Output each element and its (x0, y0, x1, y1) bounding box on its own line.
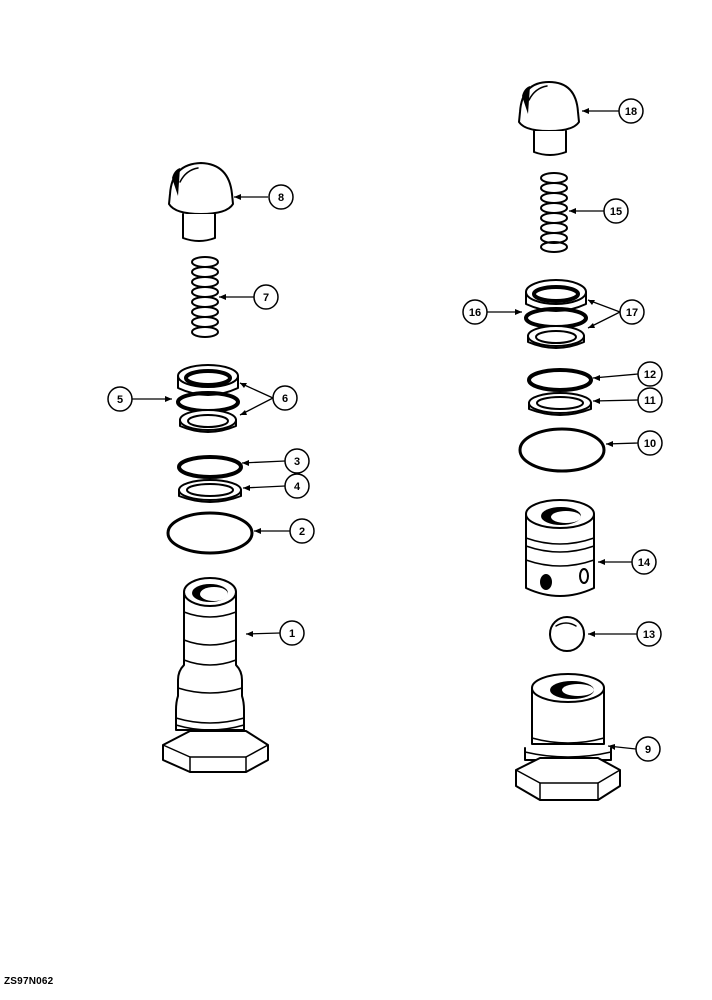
svg-text:10: 10 (644, 438, 656, 450)
plug-body-right (515, 673, 621, 801)
svg-text:5: 5 (117, 394, 123, 406)
callout-6: 6 (272, 385, 298, 411)
knob-cap-right (518, 81, 580, 156)
knob-cap-left (168, 162, 234, 242)
callout-3: 3 (284, 448, 310, 474)
svg-text:13: 13 (643, 629, 655, 641)
spool-sleeve-right (525, 499, 595, 597)
svg-text:2: 2 (299, 526, 305, 538)
callout-4: 4 (284, 473, 310, 499)
svg-text:14: 14 (638, 557, 651, 569)
callout-7: 7 (253, 284, 279, 310)
svg-text:16: 16 (469, 307, 481, 319)
callout-18: 18 (618, 98, 644, 124)
spring-right (540, 172, 568, 253)
svg-text:7: 7 (263, 292, 269, 304)
svg-text:4: 4 (294, 481, 301, 493)
o-ring-3-left (177, 455, 243, 479)
svg-text:1: 1 (289, 628, 295, 640)
callout-1: 1 (279, 620, 305, 646)
svg-text:12: 12 (644, 369, 656, 381)
svg-text:15: 15 (610, 206, 622, 218)
valve-body-left (162, 577, 269, 773)
callout-5: 5 (107, 386, 133, 412)
o-ring-2-left (166, 511, 254, 555)
retainer-rings-left (176, 364, 240, 433)
callout-12: 12 (637, 361, 663, 387)
callout-17: 17 (619, 299, 645, 325)
o-ring-10-right (518, 427, 606, 473)
check-ball-right (549, 616, 585, 652)
svg-text:17: 17 (626, 307, 638, 319)
svg-text:11: 11 (644, 395, 656, 407)
svg-text:8: 8 (278, 192, 284, 204)
retainer-rings-right (524, 279, 588, 349)
callout-15: 15 (603, 198, 629, 224)
o-ring-12-right (527, 368, 593, 392)
svg-text:9: 9 (645, 744, 651, 756)
callout-14: 14 (631, 549, 657, 575)
backup-ring-4-left (178, 479, 242, 503)
callout-2: 2 (289, 518, 315, 544)
callout-8: 8 (268, 184, 294, 210)
svg-text:6: 6 (282, 393, 288, 405)
figure-code: ZS97N062 (4, 976, 54, 987)
callout-9: 9 (635, 736, 661, 762)
backup-ring-11-right (528, 392, 592, 416)
spring-left (191, 256, 219, 338)
callout-10: 10 (637, 430, 663, 456)
callout-13: 13 (636, 621, 662, 647)
callout-16: 16 (462, 299, 488, 325)
callout-11: 11 (637, 387, 663, 413)
svg-text:18: 18 (625, 106, 637, 118)
svg-text:3: 3 (294, 456, 300, 468)
